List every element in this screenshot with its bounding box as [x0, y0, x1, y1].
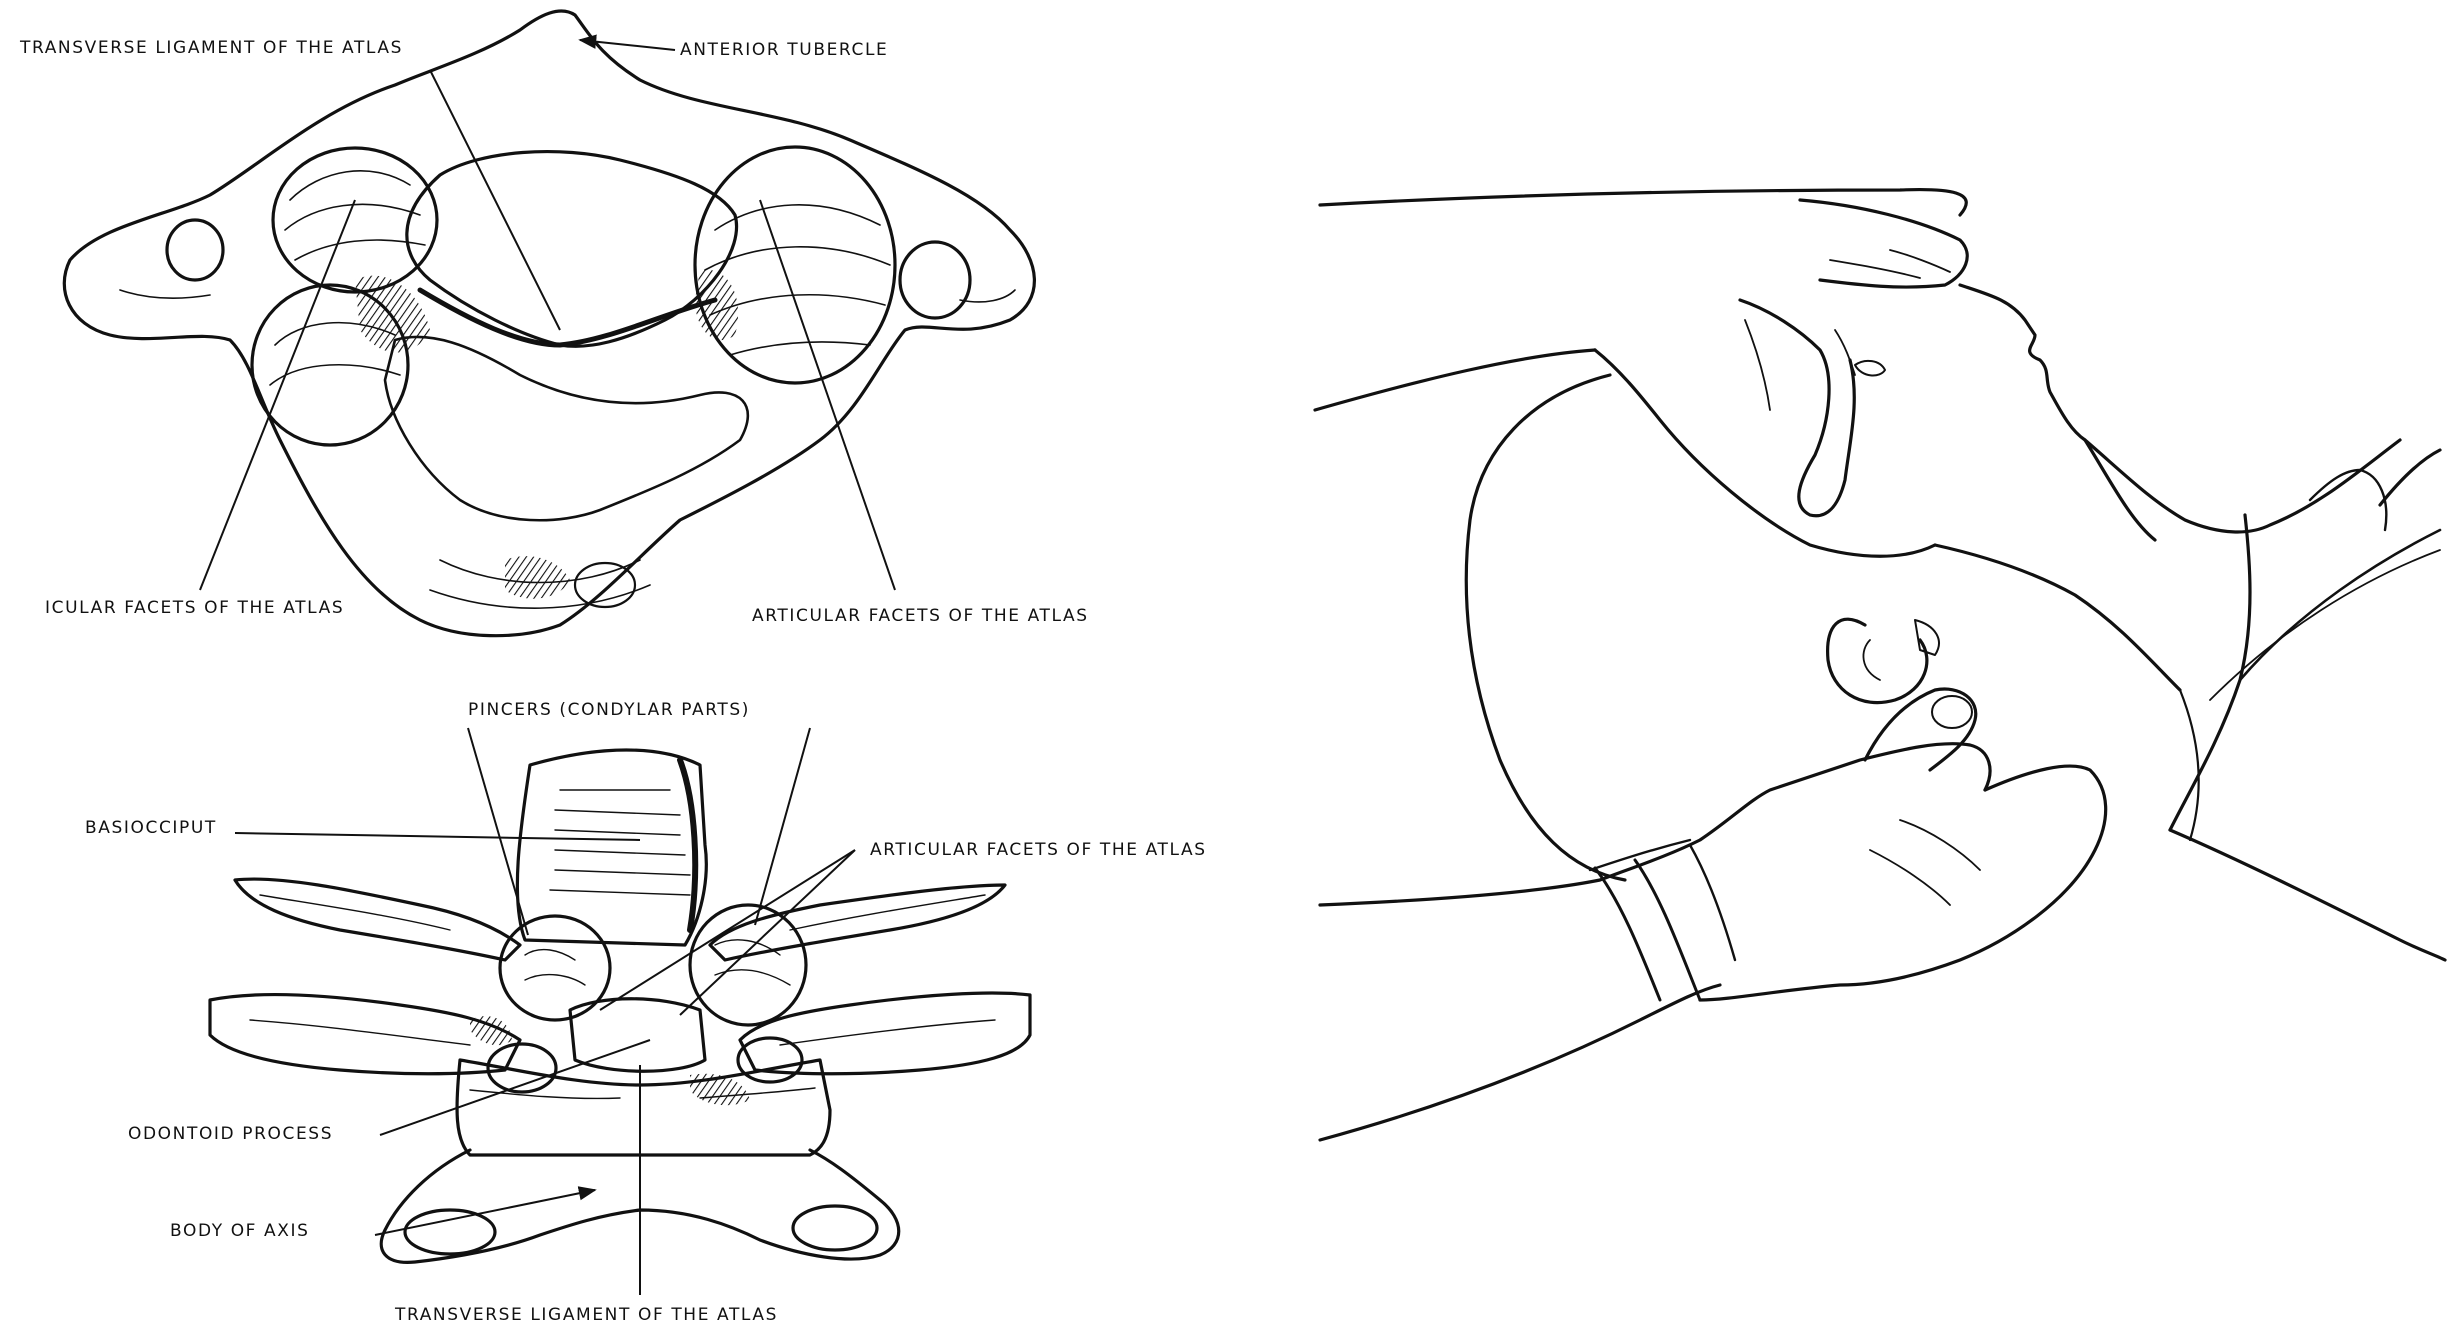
label-odontoid-process: ODONTOID PROCESS — [128, 1124, 334, 1144]
label-transverse-ligament-bottom: TRANSVERSE LIGAMENT OF THE ATLAS — [395, 1305, 779, 1325]
atlas-vertebra-drawing — [62, 9, 1036, 638]
label-basiocciput: BASIOCCIPUT — [85, 818, 217, 838]
junction-leader-lines — [234, 727, 856, 1295]
label-body-of-axis: BODY OF AXIS — [170, 1221, 310, 1241]
label-articular-facets-left: ICULAR FACETS OF THE ATLAS — [45, 598, 345, 618]
label-articular-facets-right: ARTICULAR FACETS OF THE ATLAS — [752, 606, 1089, 626]
label-articular-facets-bottom: ARTICULAR FACETS OF THE ATLAS — [870, 840, 1207, 860]
label-pincers: PINCERS (CONDYLAR PARTS) — [468, 700, 751, 720]
patient-head-hands-drawing — [1313, 187, 2447, 1142]
craniovertebral-junction-drawing — [208, 748, 1032, 1264]
label-transverse-ligament-top: TRANSVERSE LIGAMENT OF THE ATLAS — [20, 38, 404, 58]
atlas-leader-lines — [199, 34, 896, 591]
label-anterior-tubercle: ANTERIOR TUBERCLE — [680, 40, 889, 60]
